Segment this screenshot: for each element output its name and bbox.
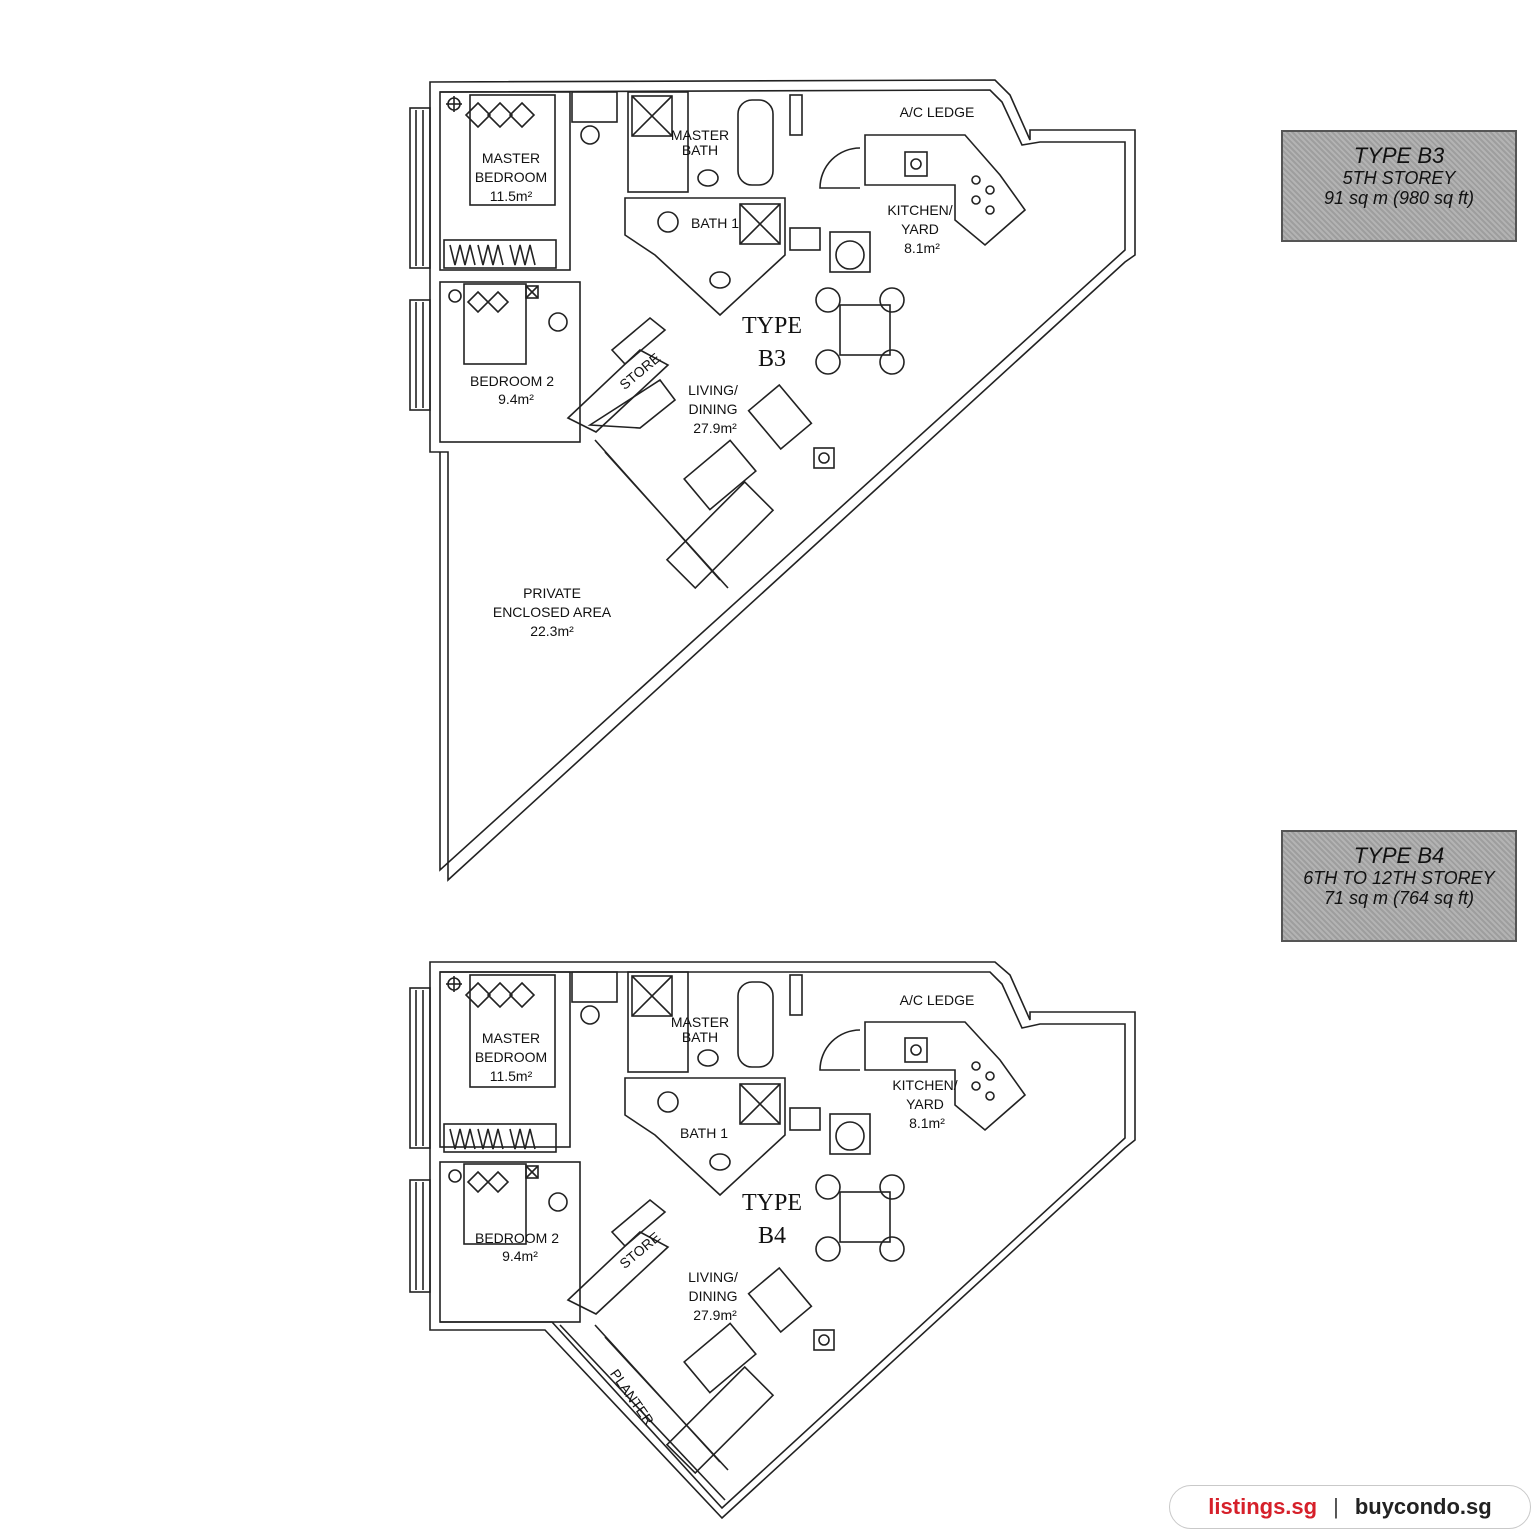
b3-private-l2: ENCLOSED AREA xyxy=(493,604,612,620)
legend-b3-storey: 5TH STOREY xyxy=(1342,168,1456,188)
b4-master-bedroom-l1: MASTER xyxy=(482,1030,540,1046)
bath1-b3 xyxy=(624,197,786,317)
bedroom2-b4 xyxy=(439,1161,581,1323)
b4-bedroom2-area: 9.4m² xyxy=(502,1248,538,1264)
sofa-b3 xyxy=(665,480,775,590)
inner-wall-b3 xyxy=(439,89,1126,872)
b3-kitchen-l1: KITCHEN/ xyxy=(887,202,952,218)
b4-type-line2: B4 xyxy=(758,1223,786,1249)
b4-bedroom2-label: BEDROOM 2 xyxy=(475,1230,559,1246)
legend-b4-storey: 6TH TO 12TH STOREY xyxy=(1303,868,1495,888)
armchair-b4 xyxy=(747,1266,813,1334)
b4-living-area: 27.9m² xyxy=(693,1307,737,1323)
bed2-b3 xyxy=(463,283,527,365)
kitchen-b4 xyxy=(864,1021,1027,1132)
dining-table-b3 xyxy=(839,304,891,356)
b3-master-bath-l1: MASTER xyxy=(671,127,729,143)
b4-kitchen-area: 8.1m² xyxy=(909,1115,945,1131)
b4-master-bedroom-l2: BEDROOM xyxy=(475,1049,547,1065)
window-bed2-b3 xyxy=(409,299,431,411)
kitchen-b3 xyxy=(864,134,1027,247)
master-bath-b4 xyxy=(627,971,689,1073)
legend-b4-area: 71 sq m (764 sq ft) xyxy=(1323,888,1475,908)
b3-store-label: STORE xyxy=(616,350,663,393)
b3-living-l1: LIVING/ xyxy=(688,382,738,398)
b3-type-line2: B3 xyxy=(758,346,786,372)
b3-private-l1: PRIVATE xyxy=(523,585,581,601)
b4-store-label: STORE xyxy=(616,1229,663,1272)
b4-kitchen-l1: KITCHEN/ xyxy=(892,1077,957,1093)
footer-watermark: listings.sg | buycondo.sg xyxy=(1169,1485,1531,1529)
b3-living-l2: DINING xyxy=(689,401,738,417)
wardrobe-bed2-b4 xyxy=(566,1231,670,1315)
sliding-door-b4 xyxy=(594,1324,729,1471)
legend-b4-title: TYPE B4 xyxy=(1353,843,1445,868)
b4-planter-label: PLANTER xyxy=(607,1366,657,1428)
window-master-b3 xyxy=(409,107,431,269)
coffee-table-b4 xyxy=(683,1322,757,1394)
b3-master-bath-l2: BATH xyxy=(682,142,718,158)
b3-bath1-label: BATH 1 xyxy=(691,215,739,231)
b3-master-bedroom-area: 11.5m² xyxy=(490,188,533,204)
master-bed-b3 xyxy=(469,94,556,206)
footer-separator: | xyxy=(1333,1494,1339,1519)
dining-table-b4 xyxy=(839,1191,891,1243)
b4-living-l2: DINING xyxy=(689,1288,738,1304)
b4-master-bath-l2: BATH xyxy=(682,1029,718,1045)
sofa-b4 xyxy=(665,1365,775,1475)
b3-living-area: 27.9m² xyxy=(693,420,737,436)
b4-kitchen-l2: YARD xyxy=(906,1096,944,1112)
floor-plan-b4 xyxy=(409,961,1136,1520)
b3-bedroom2-area: 9.4m² xyxy=(498,391,534,407)
master-bedroom-b3 xyxy=(439,91,571,271)
wardrobe-master-b3 xyxy=(443,239,557,269)
b4-ac-ledge-label: A/C LEDGE xyxy=(900,992,975,1008)
wardrobe-master-b4 xyxy=(443,1123,557,1153)
b3-bedroom2-label: BEDROOM 2 xyxy=(470,373,554,389)
b3-private-area: 22.3m² xyxy=(530,623,574,639)
master-bath-b3 xyxy=(627,91,689,193)
legend-b3-title: TYPE B3 xyxy=(1353,143,1445,168)
b3-master-bedroom-l1: MASTER xyxy=(482,150,540,166)
legend-b3-area: 91 sq m (980 sq ft) xyxy=(1323,188,1475,208)
floor-plan-b3 xyxy=(409,79,1136,882)
b3-master-bedroom-l2: BEDROOM xyxy=(475,169,547,185)
outer-wall-b3 xyxy=(429,79,1136,882)
master-bedroom-b4 xyxy=(439,971,571,1148)
b4-type-line1: TYPE xyxy=(742,1190,802,1216)
bedroom2-b3 xyxy=(439,281,581,443)
master-bed-b4 xyxy=(469,974,556,1088)
window-bed2-b4 xyxy=(409,1179,431,1293)
wardrobe-bed2-b3 xyxy=(566,349,670,433)
armchair-b3 xyxy=(747,383,813,451)
sliding-door-b3 xyxy=(594,439,729,589)
b3-ac-ledge-label: A/C LEDGE xyxy=(900,104,975,120)
outer-wall-b4 xyxy=(429,961,1136,1520)
site-link-buycondo[interactable]: buycondo.sg xyxy=(1354,1494,1492,1519)
b4-bath1-label: BATH 1 xyxy=(680,1125,728,1141)
legend-b4: TYPE B4 6TH TO 12TH STOREY 71 sq m (764 … xyxy=(1281,830,1517,942)
bathtub-b3 xyxy=(737,99,774,186)
b4-master-bath-l1: MASTER xyxy=(671,1014,729,1030)
bathtub-b4 xyxy=(737,981,774,1068)
b4-living-l1: LIVING/ xyxy=(688,1269,738,1285)
bed2-b4 xyxy=(463,1163,527,1245)
coffee-table-b3 xyxy=(683,439,757,511)
site-link-listings[interactable]: listings.sg xyxy=(1208,1494,1318,1519)
b3-type-line1: TYPE xyxy=(742,313,802,339)
window-master-b4 xyxy=(409,987,431,1149)
b4-master-bedroom-area: 11.5m² xyxy=(490,1068,533,1084)
legend-b3: TYPE B3 5TH STOREY 91 sq m (980 sq ft) xyxy=(1281,130,1517,242)
b3-kitchen-l2: YARD xyxy=(901,221,939,237)
b3-kitchen-area: 8.1m² xyxy=(904,240,940,256)
bath1-b4 xyxy=(624,1077,786,1197)
inner-wall-b4 xyxy=(440,971,1126,1510)
